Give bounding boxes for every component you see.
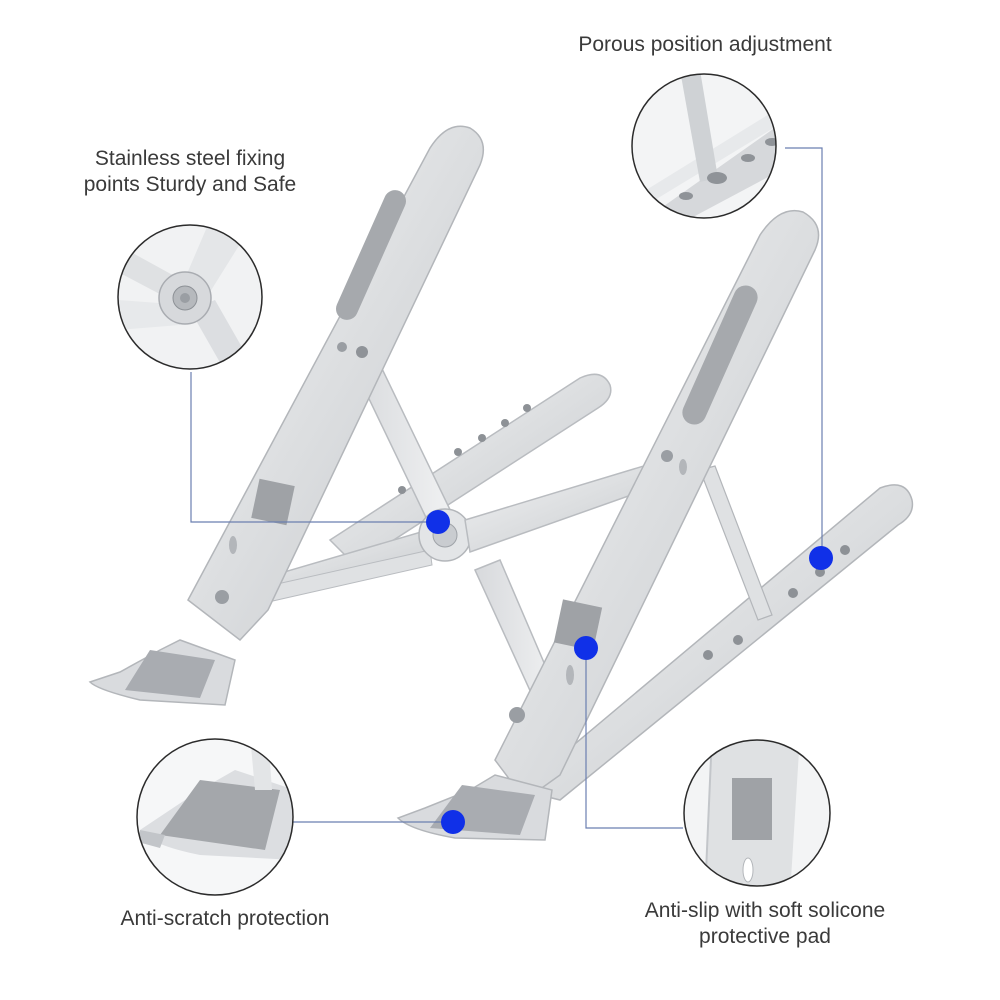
marker-porous	[809, 546, 833, 570]
leader-lines	[190, 147, 823, 829]
callout-stainless-line2: points Sturdy and Safe	[83, 173, 297, 196]
callout-antislip-line1: Anti-slip with soft solicone	[644, 899, 886, 922]
leader-line-antislip	[585, 648, 683, 829]
marker-antislip	[574, 636, 598, 660]
detail-circle-antislip	[683, 739, 831, 887]
callout-stainless-label: Stainless steel fixing points Sturdy and…	[40, 146, 340, 198]
detail-circle-stainless	[117, 224, 263, 370]
marker-scratch	[441, 810, 465, 834]
callout-scratch-label: Anti-scratch protection	[60, 906, 390, 932]
leader-line-stainless	[190, 372, 438, 523]
callout-antislip-label: Anti-slip with soft solicone protective …	[580, 898, 950, 950]
markers	[426, 510, 833, 834]
detail-circle-porous	[631, 73, 777, 219]
callout-porous-label: Porous position adjustment	[490, 32, 920, 58]
callout-scratch-line1: Anti-scratch protection	[120, 907, 330, 930]
callout-antislip-line2: protective pad	[699, 925, 831, 948]
leader-line-porous	[785, 147, 823, 556]
marker-stainless	[426, 510, 450, 534]
detail-circle-scratch	[136, 738, 294, 896]
callout-stainless-line1: Stainless steel fixing	[94, 147, 286, 170]
callout-porous-line1: Porous position adjustment	[578, 33, 832, 56]
